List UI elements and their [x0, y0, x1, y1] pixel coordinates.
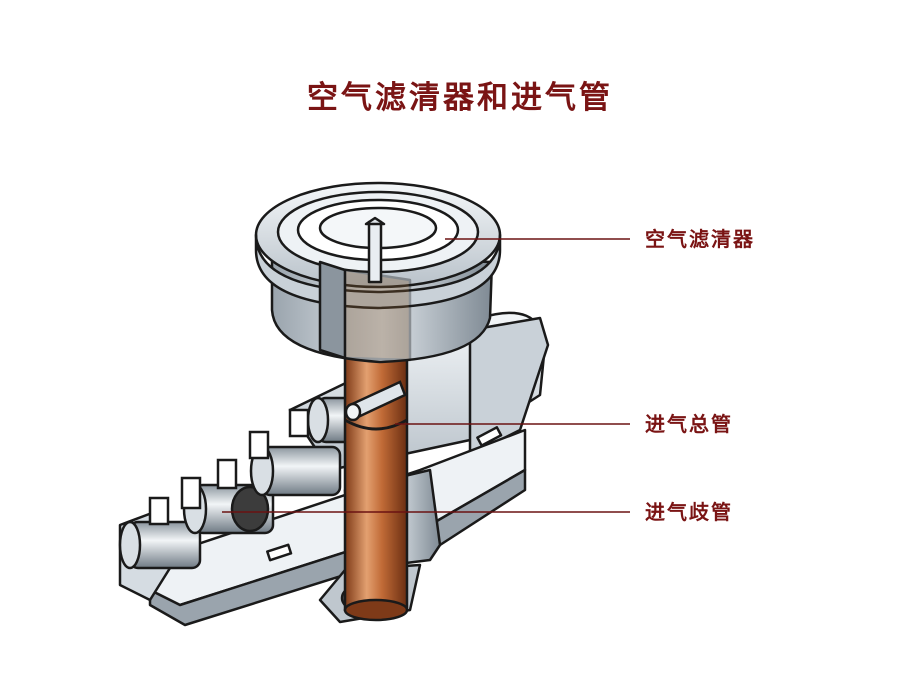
runner-1	[118, 496, 202, 570]
page-title: 空气滤清器和进气管	[307, 80, 613, 116]
label-intake-manifold: 进气歧管	[645, 500, 733, 524]
runner-2	[180, 476, 275, 535]
label-air-filter: 空气滤清器	[645, 227, 755, 251]
air-filter	[254, 181, 502, 364]
manifold-runners	[118, 396, 390, 570]
leader-lines	[222, 238, 630, 513]
label-intake-main-pipe: 进气总管	[645, 412, 733, 436]
runner-3	[216, 430, 342, 497]
